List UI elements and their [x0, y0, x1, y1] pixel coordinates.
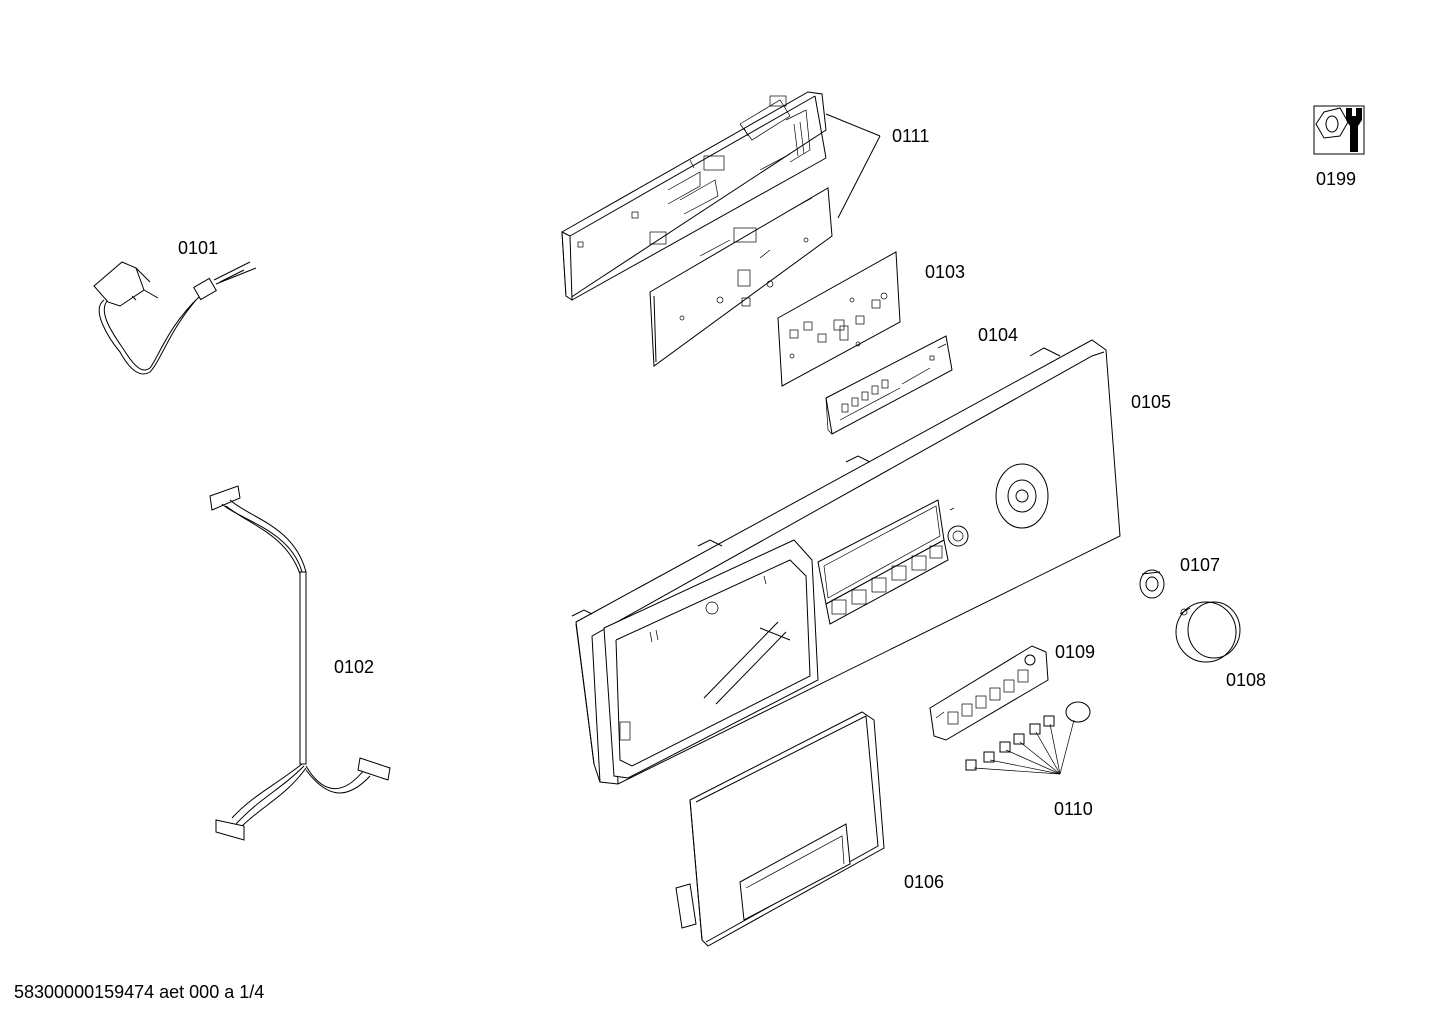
push-button-set-drawing[interactable]: [965, 701, 1091, 775]
module-pcb-drawing[interactable]: [649, 187, 833, 367]
power-cord-drawing[interactable]: [93, 261, 257, 375]
program-selector-knob-drawing[interactable]: [1175, 601, 1241, 663]
label-0199: 0199: [1316, 169, 1357, 189]
label-0102: 0102: [334, 657, 375, 677]
label-0105: 0105: [1131, 392, 1172, 412]
drawing-id: 58300000159474 aet 000 a 1/4: [14, 982, 265, 1002]
wiring-harness-drawing[interactable]: [209, 485, 391, 841]
label-0107: 0107: [1180, 555, 1221, 575]
label-0109: 0109: [1055, 642, 1096, 662]
label-0103: 0103: [925, 262, 966, 282]
label-0101: 0101: [178, 238, 219, 258]
control-board-drawing[interactable]: [777, 251, 901, 387]
label-0111: 0111: [892, 126, 930, 146]
label-0104: 0104: [978, 325, 1019, 345]
button-holder-drawing[interactable]: [825, 335, 953, 435]
detergent-drawer-handle-drawing[interactable]: [675, 711, 885, 947]
electronic-module-drawing[interactable]: [561, 91, 827, 301]
push-button-carrier-drawing[interactable]: [929, 645, 1049, 741]
control-panel-fascia-drawing[interactable]: [571, 339, 1121, 785]
label-0108: 0108: [1226, 670, 1267, 690]
knob-insert-drawing[interactable]: [1139, 569, 1165, 599]
wrench-and-nut-icon[interactable]: [1313, 105, 1365, 155]
label-0110: 0110: [1054, 799, 1093, 819]
label-0106: 0106: [904, 872, 945, 892]
